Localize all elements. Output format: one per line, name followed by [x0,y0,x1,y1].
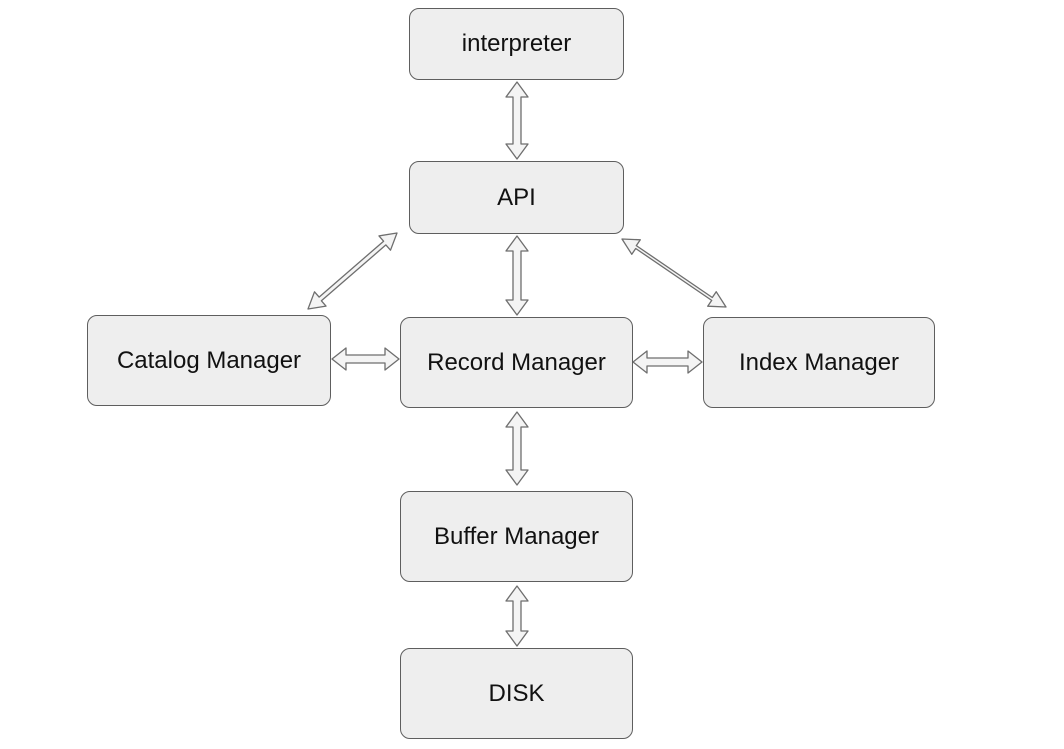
catalog-manager-label: Catalog Manager [116,346,302,374]
api-label: API [497,183,536,211]
index-manager-label: Index Manager [738,348,900,376]
arrow-interpreter-api [505,81,529,160]
disk-node: DISK [400,648,633,739]
arrow-catalog-manager-api [307,232,398,310]
interpreter-node: interpreter [409,8,624,80]
disk-label: DISK [488,679,545,707]
arrow-record-manager-buffer-manager [505,411,529,486]
index-manager-node: Index Manager [703,317,935,408]
record-manager-label: Record Manager [427,348,606,376]
interpreter-label: interpreter [461,30,572,57]
catalog-manager-node: Catalog Manager [87,315,331,406]
arrow-buffer-manager-disk [505,585,529,647]
arrow-record-manager-index-manager [632,350,703,374]
buffer-manager-node: Buffer Manager [400,491,633,582]
record-manager-node: Record Manager [400,317,633,408]
arrow-api-record-manager [505,235,529,316]
api-node: API [409,161,624,234]
arrow-api-index-manager [621,238,727,308]
buffer-manager-label: Buffer Manager [434,522,599,550]
arrow-catalog-manager-record-manager [331,347,400,371]
